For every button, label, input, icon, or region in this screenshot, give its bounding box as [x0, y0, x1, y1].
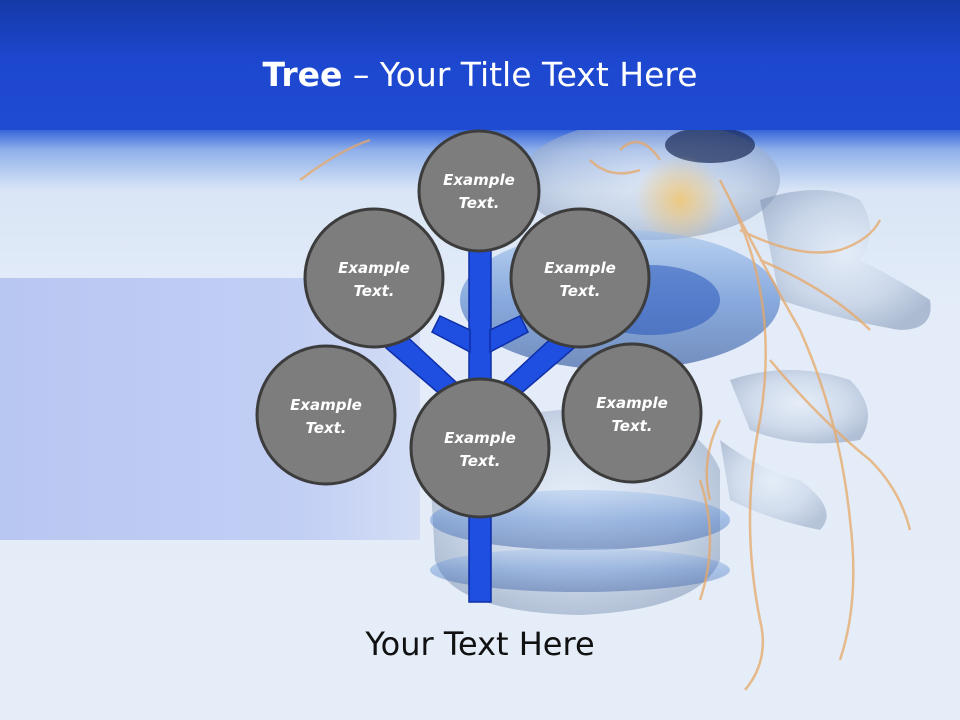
- footer-text: Your Text Here: [365, 625, 595, 663]
- title-bar: [0, 0, 960, 130]
- node-upper-left-circle: [303, 207, 445, 349]
- node-upper-left: Example Text.: [303, 207, 445, 349]
- node-upper-right: Example Text.: [509, 207, 651, 349]
- node-lower-left-line1: Example: [290, 396, 362, 414]
- branch-upper-left: [431, 315, 471, 354]
- title-separator: –: [342, 55, 380, 94]
- node-center-circle: [409, 377, 551, 519]
- node-lower-right-circle: [561, 342, 703, 484]
- node-lower-left-circle: [255, 344, 397, 486]
- node-upper-left-line1: Example: [338, 259, 410, 277]
- node-lower-right: Example Text.: [561, 342, 703, 484]
- node-lower-left: Example Text.: [255, 344, 397, 486]
- node-lower-right-line2: Text.: [611, 417, 652, 435]
- node-upper-right-line1: Example: [544, 259, 616, 277]
- node-upper-right-circle: [509, 207, 651, 349]
- node-lower-right-line1: Example: [596, 394, 668, 412]
- branch-upper-right: [489, 315, 529, 354]
- node-top-circle: [417, 129, 541, 253]
- slide-title: Tree – Your Title Text Here: [0, 52, 960, 98]
- node-upper-left-line2: Text.: [353, 282, 394, 300]
- title-bold: Tree: [262, 55, 343, 94]
- node-top: Example Text.: [417, 129, 541, 253]
- node-top-line1: Example: [443, 171, 515, 189]
- node-upper-right-line2: Text.: [559, 282, 600, 300]
- title-rest: Your Title Text Here: [379, 55, 698, 94]
- node-center-line1: Example: [444, 429, 516, 447]
- node-center-line2: Text.: [459, 452, 500, 470]
- node-center: Example Text.: [409, 377, 551, 519]
- node-lower-left-line2: Text.: [305, 419, 346, 437]
- node-top-line2: Text.: [458, 194, 499, 212]
